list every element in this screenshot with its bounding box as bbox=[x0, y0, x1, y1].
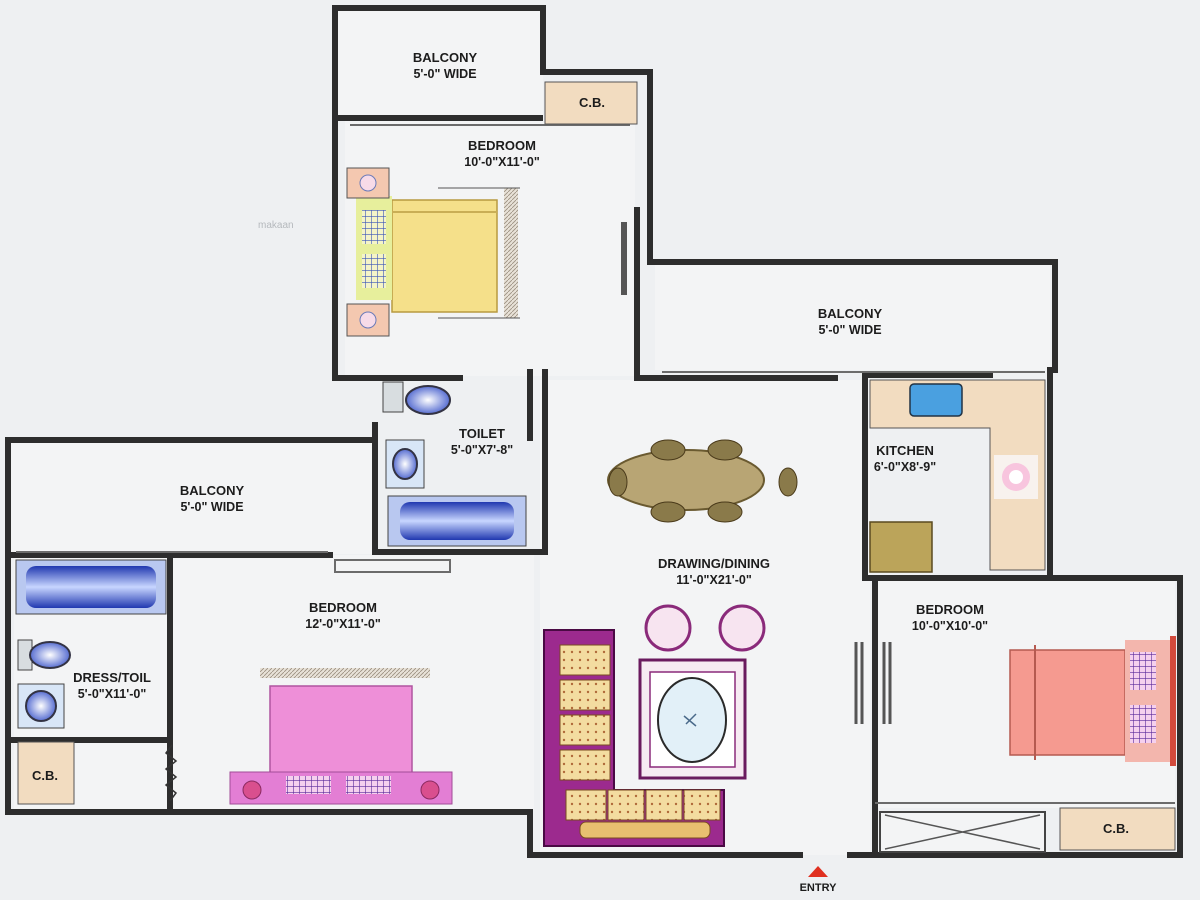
label-cb-left: C.B. bbox=[32, 768, 58, 783]
watermark: makaan bbox=[258, 220, 294, 231]
wardrobe-right bbox=[879, 811, 1046, 853]
label-cb-right: C.B. bbox=[1103, 821, 1129, 836]
cabinet-left bbox=[17, 741, 75, 805]
walls bbox=[5, 5, 1183, 858]
label-entry: ENTRY bbox=[799, 882, 837, 894]
thin-walls bbox=[16, 124, 1175, 804]
dress-toilet-fixtures bbox=[15, 559, 178, 802]
bed-right bbox=[854, 636, 1176, 766]
cabinet-right bbox=[1059, 807, 1176, 851]
bed-top bbox=[346, 167, 627, 337]
living-stools bbox=[644, 604, 766, 652]
toilet-fixtures bbox=[382, 381, 527, 547]
dining-set bbox=[607, 439, 798, 523]
sofa-set bbox=[543, 629, 747, 847]
bed-left bbox=[229, 668, 453, 805]
kitchen-counter bbox=[869, 379, 1046, 573]
entry-arrow-icon bbox=[808, 866, 828, 877]
cabinet-top bbox=[544, 81, 638, 125]
label-cb-top: C.B. bbox=[579, 95, 605, 110]
